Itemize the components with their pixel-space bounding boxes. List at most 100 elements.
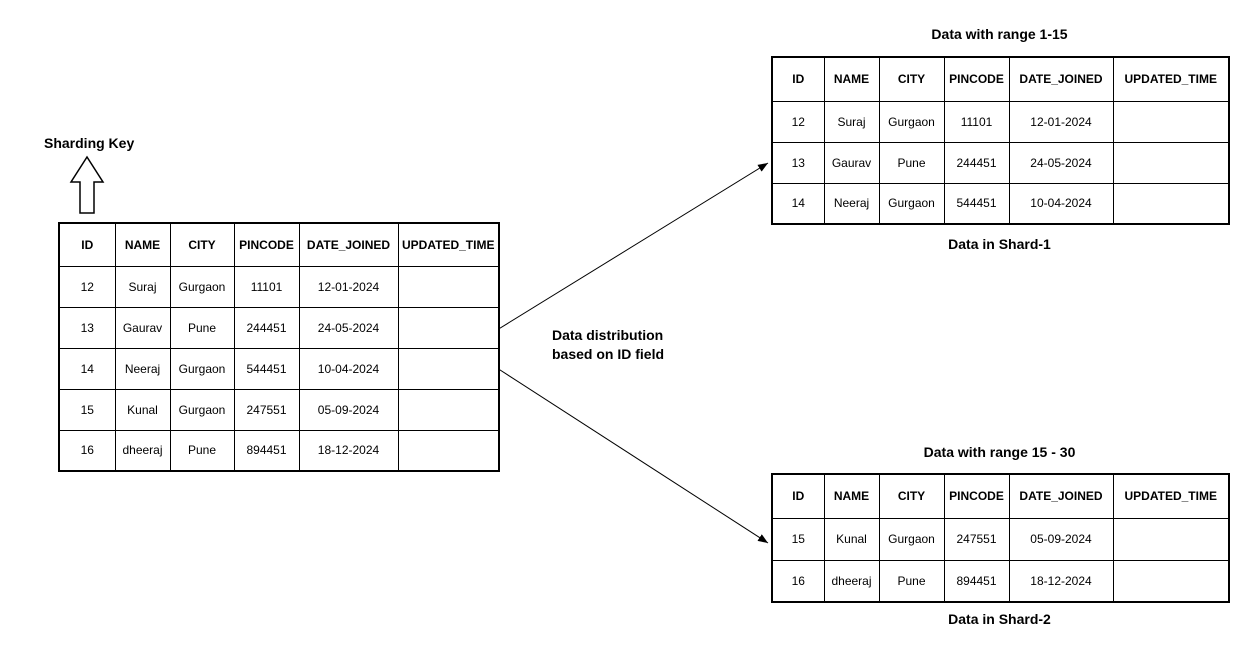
table-cell: Pune xyxy=(169,306,235,349)
table-cell: 12 xyxy=(771,100,825,143)
table-cell: dheeraj xyxy=(114,429,171,472)
table-cell: Gurgaon xyxy=(878,182,945,225)
table-cell: Neeraj xyxy=(114,347,171,390)
table-cell: 15 xyxy=(771,517,825,561)
table-cell: dheeraj xyxy=(823,559,880,603)
table-cell: Pune xyxy=(878,559,945,603)
table-cell: Gaurav xyxy=(114,306,171,349)
table-cell: 894451 xyxy=(943,559,1010,603)
table-cell: 10-04-2024 xyxy=(298,347,399,390)
table-cell: Gurgaon xyxy=(169,347,235,390)
column-header-name: NAME xyxy=(823,56,880,102)
table-cell: 544451 xyxy=(233,347,300,390)
table-cell: Gurgaon xyxy=(169,265,235,308)
shard2-range-title: Data with range 15 - 30 xyxy=(923,444,1076,460)
table-cell: 13 xyxy=(58,306,116,349)
table-cell: Kunal xyxy=(823,517,880,561)
table-cell xyxy=(1112,100,1230,143)
connector-arrow-to-shard1 xyxy=(496,162,769,331)
table-cell xyxy=(1112,182,1230,225)
annotation-line-1: Data distribution xyxy=(552,327,664,343)
table-cell: Pune xyxy=(878,141,945,184)
connector-arrow-to-shard2 xyxy=(496,367,769,544)
table-cell: 15 xyxy=(58,388,116,431)
table-cell xyxy=(1112,141,1230,184)
table-cell: Gurgaon xyxy=(878,100,945,143)
table-cell: 05-09-2024 xyxy=(298,388,399,431)
table-cell: 24-05-2024 xyxy=(1008,141,1114,184)
column-header-id: ID xyxy=(771,56,825,102)
column-header-pincode: PINCODE xyxy=(943,473,1010,519)
column-header-id: ID xyxy=(58,222,116,267)
up-block-arrow-icon xyxy=(69,155,105,214)
column-header-name: NAME xyxy=(114,222,171,267)
column-header-pincode: PINCODE xyxy=(233,222,300,267)
table-cell: 05-09-2024 xyxy=(1008,517,1114,561)
column-header-name: NAME xyxy=(823,473,880,519)
table-cell: 12-01-2024 xyxy=(1008,100,1114,143)
table-cell xyxy=(397,347,500,390)
table-cell: 247551 xyxy=(233,388,300,431)
table-cell: 14 xyxy=(58,347,116,390)
table-cell: Gurgaon xyxy=(169,388,235,431)
column-header-city: CITY xyxy=(878,473,945,519)
table-cell: 11101 xyxy=(943,100,1010,143)
table-cell xyxy=(397,265,500,308)
table-cell: 24-05-2024 xyxy=(298,306,399,349)
table-cell: 16 xyxy=(771,559,825,603)
table-cell xyxy=(397,388,500,431)
table-cell: Kunal xyxy=(114,388,171,431)
table-cell: 12 xyxy=(58,265,116,308)
column-header-pincode: PINCODE xyxy=(943,56,1010,102)
table-cell: 244451 xyxy=(233,306,300,349)
table-cell: 14 xyxy=(771,182,825,225)
shard2-caption: Data in Shard-2 xyxy=(948,611,1051,627)
shard1-range-title: Data with range 1-15 xyxy=(931,26,1068,42)
column-header-date-joined: DATE_JOINED xyxy=(1008,473,1114,519)
shard1-caption: Data in Shard-1 xyxy=(948,236,1051,252)
table-cell: Gurgaon xyxy=(878,517,945,561)
table-cell: 894451 xyxy=(233,429,300,472)
sharding-key-label: Sharding Key xyxy=(44,135,135,151)
column-header-updated-time: UPDATED_TIME xyxy=(397,222,500,267)
table-cell: Suraj xyxy=(114,265,171,308)
table-cell xyxy=(397,306,500,349)
table-cell: 244451 xyxy=(943,141,1010,184)
annotation-line-2: based on ID field xyxy=(552,346,665,362)
table-cell: 544451 xyxy=(943,182,1010,225)
table-cell xyxy=(1112,559,1230,603)
table-cell: Neeraj xyxy=(823,182,880,225)
table-cell xyxy=(1112,517,1230,561)
table-cell: Pune xyxy=(169,429,235,472)
column-header-date-joined: DATE_JOINED xyxy=(298,222,399,267)
table-cell: Suraj xyxy=(823,100,880,143)
column-header-city: CITY xyxy=(878,56,945,102)
table-cell: 11101 xyxy=(233,265,300,308)
table-cell: 12-01-2024 xyxy=(298,265,399,308)
table-cell: 18-12-2024 xyxy=(1008,559,1114,603)
column-header-city: CITY xyxy=(169,222,235,267)
table-cell: 10-04-2024 xyxy=(1008,182,1114,225)
table-cell: 16 xyxy=(58,429,116,472)
table-cell: Gaurav xyxy=(823,141,880,184)
data-distribution-annotation: Data distribution based on ID field xyxy=(552,326,664,364)
column-header-updated-time: UPDATED_TIME xyxy=(1112,56,1230,102)
table-cell: 13 xyxy=(771,141,825,184)
column-header-updated-time: UPDATED_TIME xyxy=(1112,473,1230,519)
